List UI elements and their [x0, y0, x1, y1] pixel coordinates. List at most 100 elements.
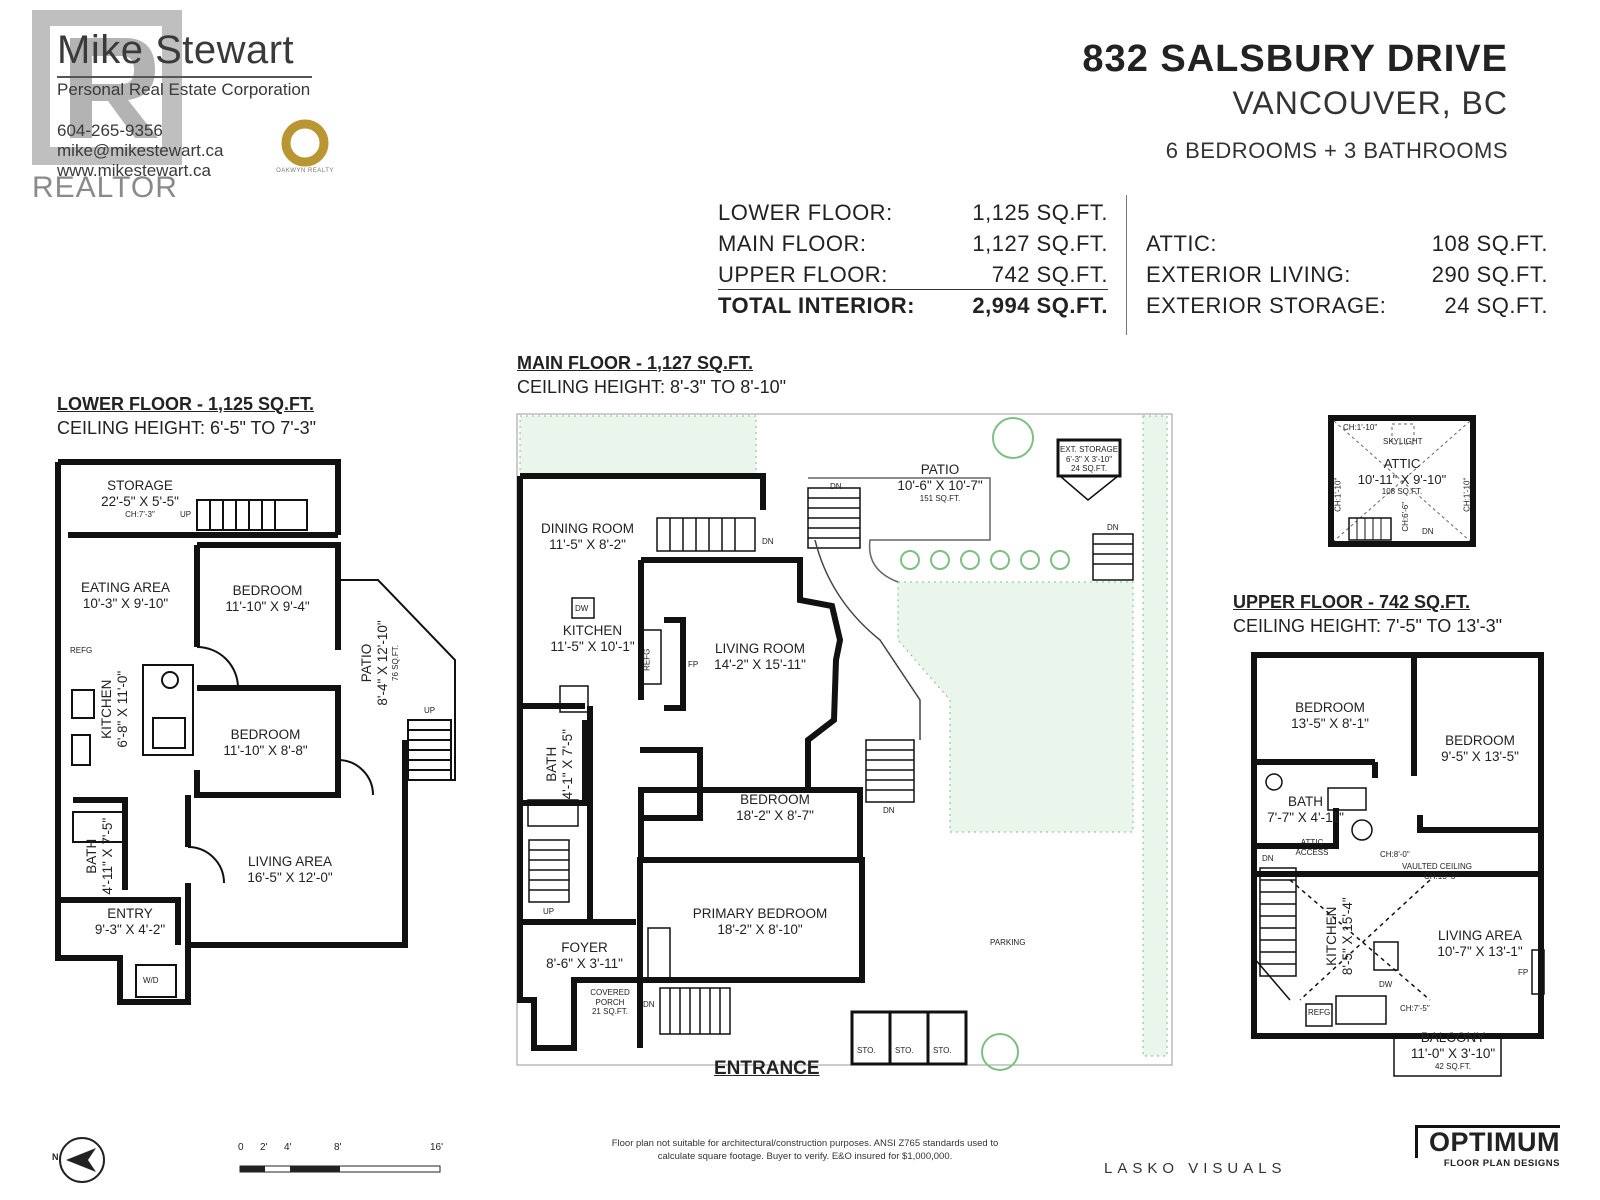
room-name: ENTRY	[107, 906, 153, 921]
scale-tick: 2'	[260, 1142, 268, 1153]
room-name: KITCHEN	[1323, 906, 1339, 966]
room-dimension: 11'-10" X 9'-4"	[225, 599, 310, 615]
area-note: 24 SQ.FT.	[1070, 464, 1107, 474]
room-name: KITCHEN	[98, 679, 114, 739]
agent-email: mike@mikestewart.ca	[57, 141, 224, 160]
scale-tick: 4'	[284, 1142, 292, 1153]
property-beds-baths: 6 BEDROOMS + 3 BATHROOMS	[1165, 138, 1508, 163]
room-name: ATTIC	[1383, 456, 1421, 471]
room-dimension: 11'-0" X 3'-10"	[1410, 1046, 1496, 1062]
room-name: LIVING AREA	[1437, 928, 1523, 943]
scale-bar	[239, 1165, 441, 1173]
disclaimer-line-1: Floor plan not suitable for architectura…	[611, 1138, 999, 1149]
room-dimension: 7'-7" X 4'-11"	[1267, 810, 1344, 826]
summary-label: ATTIC:	[1146, 231, 1218, 256]
room-dimension: 13'-5" X 8'-1"	[1291, 716, 1369, 732]
shed-1-label: STO.	[857, 1046, 876, 1055]
room-name: BEDROOM	[1445, 733, 1515, 748]
upper-attic-access: ATTIC ACCESS	[1295, 838, 1329, 857]
room-dimension: 10'-3" X 9'-10"	[82, 596, 169, 612]
area-note: 108 SQ.FT.	[1381, 487, 1423, 497]
lower-entry-label: ENTRY 9'-3" X 4'-2"	[75, 906, 185, 938]
upper-kitchen-label: KITCHEN 8'-5" X 15'-4"	[1324, 876, 1356, 996]
lower-patio-stair-up-label: UP	[424, 706, 436, 715]
summary-label: UPPER FLOOR:	[718, 262, 888, 287]
room-name: COVERED PORCH	[590, 988, 630, 1007]
lower-stair-up-label: UP	[180, 510, 192, 519]
room-name: BALCONY	[1420, 1030, 1486, 1045]
summary-label: MAIN FLOOR:	[718, 231, 867, 256]
scale-tick: 16'	[430, 1142, 444, 1153]
room-name: PRIMARY BEDROOM	[692, 906, 828, 921]
room-dimension: 22'-5" X 5'-5"	[101, 494, 179, 510]
main-stair-dn-4: DN	[883, 806, 895, 815]
lower-floor-ceiling: CEILING HEIGHT: 6'-5" TO 7'-3"	[57, 418, 317, 438]
main-dining-room-label: DINING ROOM 11'-5" X 8'-2"	[530, 521, 645, 553]
room-name: BEDROOM	[230, 727, 301, 742]
lower-floor-title: LOWER FLOOR - 1,125 SQ.FT.	[57, 394, 315, 414]
upper-floor-title: UPPER FLOOR - 742 SQ.FT.	[1233, 592, 1471, 612]
main-foyer-label: FOYER 8'-6" X 3'-11"	[537, 940, 632, 972]
attic-ch-top: CH:1'-10"	[1343, 423, 1378, 432]
main-dw-label: DW	[575, 604, 589, 613]
room-name: FOYER	[561, 940, 608, 955]
room-dimension: 11'-10" X 8'-8"	[223, 743, 308, 759]
room-dimension: 18'-2" X 8'-10"	[717, 922, 803, 938]
main-floor-ceiling: CEILING HEIGHT: 8'-3" TO 8'-10"	[517, 377, 787, 397]
room-dimension: 11'-5" X 10'-1"	[550, 639, 635, 655]
room-name: KITCHEN	[562, 623, 623, 638]
scale-tick: 0	[238, 1142, 244, 1153]
room-name: BEDROOM	[740, 792, 810, 807]
room-dimension: 11'-5" X 8'-2"	[549, 537, 626, 553]
room-name: STORAGE	[107, 478, 173, 493]
room-dimension: 9'-3" X 4'-2"	[94, 922, 166, 938]
main-stair-dn-2: DN	[830, 482, 842, 491]
upper-living-area-label: LIVING AREA 10'-7" X 13'-1"	[1420, 928, 1540, 960]
summary-label: LOWER FLOOR:	[718, 200, 893, 225]
upper-ch-7: CH:7'-5"	[1400, 1004, 1430, 1013]
agent-corporation: Personal Real Estate Corporation	[57, 80, 311, 99]
attic-label: ATTIC 10'-11" X 9'-10" 108 SQ.FT.	[1350, 456, 1454, 497]
room-dimension: 4'-11" X 7'-5"	[100, 817, 115, 895]
room-name: EATING AREA	[80, 580, 171, 595]
summary-value: 108 SQ.FT.	[1431, 231, 1548, 256]
ext-storage-label: EXT. STORAGE 6'-3" X 3'-10" 24 SQ.FT.	[1058, 445, 1120, 474]
optimum-tagline: FLOOR PLAN DESIGNS	[1443, 1157, 1560, 1169]
main-covered-porch-label: COVERED PORCH 21 SQ.FT.	[580, 988, 640, 1017]
main-stair-dn-1: DN	[762, 537, 774, 546]
main-bath-label: BATH 4'-1" X 7'-5"	[544, 714, 576, 814]
summary-value: 1,125 SQ.FT.	[972, 200, 1108, 225]
upper-bedroom-2-label: BEDROOM 9'-5" X 13'-5"	[1425, 733, 1535, 765]
upper-balcony-label: BALCONY 11'-0" X 3'-10" 42 SQ.FT.	[1398, 1030, 1508, 1072]
room-name: BATH	[83, 838, 99, 874]
upper-ch-8: CH:8'-0"	[1380, 850, 1410, 859]
room-dimension: 8'-6" X 3'-11"	[546, 956, 623, 972]
main-stair-dn-5: DN	[643, 1000, 655, 1009]
agent-phone: 604-265-9356	[57, 121, 163, 140]
room-dimension: 10'-6" X 10'-7"	[897, 478, 983, 494]
summary-rule	[718, 289, 1108, 290]
room-dimension: 6'-8" X 11'-0"	[115, 670, 130, 748]
main-kitchen-label: KITCHEN 11'-5" X 10'-1"	[540, 623, 645, 655]
lower-eating-area-label: EATING AREA 10'-3" X 9'-10"	[68, 580, 183, 612]
area-summary: LOWER FLOOR: 1,125 SQ.FT. MAIN FLOOR: 1,…	[718, 195, 1558, 335]
lower-patio-label: PATIO 8'-4" X 12'-10" 76 SQ.FT.	[359, 603, 401, 723]
upper-ch-13: CH:13'-3"	[1424, 872, 1459, 881]
room-name: PATIO	[920, 462, 960, 477]
room-dimension: 16'-5" X 12'-0"	[247, 870, 333, 886]
brokerage-logo: OAKWYN REALTY	[270, 118, 340, 188]
room-dimension: 14'-2" X 15'-11"	[714, 657, 806, 673]
disclaimer: Floor plan not suitable for architectura…	[560, 1138, 1050, 1164]
agent-website: www.mikestewart.ca	[57, 161, 211, 180]
main-stair-dn-3: DN	[1107, 523, 1119, 532]
room-name: EXT. STORAGE	[1059, 445, 1119, 454]
parking-label: PARKING	[990, 938, 1026, 947]
summary-value: 290 SQ.FT.	[1431, 262, 1548, 287]
main-bedroom-label: BEDROOM 18'-2" X 8'-7"	[720, 792, 830, 824]
scale-tick: 8'	[334, 1142, 342, 1153]
upper-vaulted-ceiling: VAULTED CEILING	[1402, 862, 1472, 871]
summary-divider	[1126, 195, 1127, 335]
room-name: BATH	[543, 746, 559, 782]
room-name: BEDROOM	[232, 583, 303, 598]
attic-skylight: SKYLIGHT	[1383, 437, 1423, 446]
